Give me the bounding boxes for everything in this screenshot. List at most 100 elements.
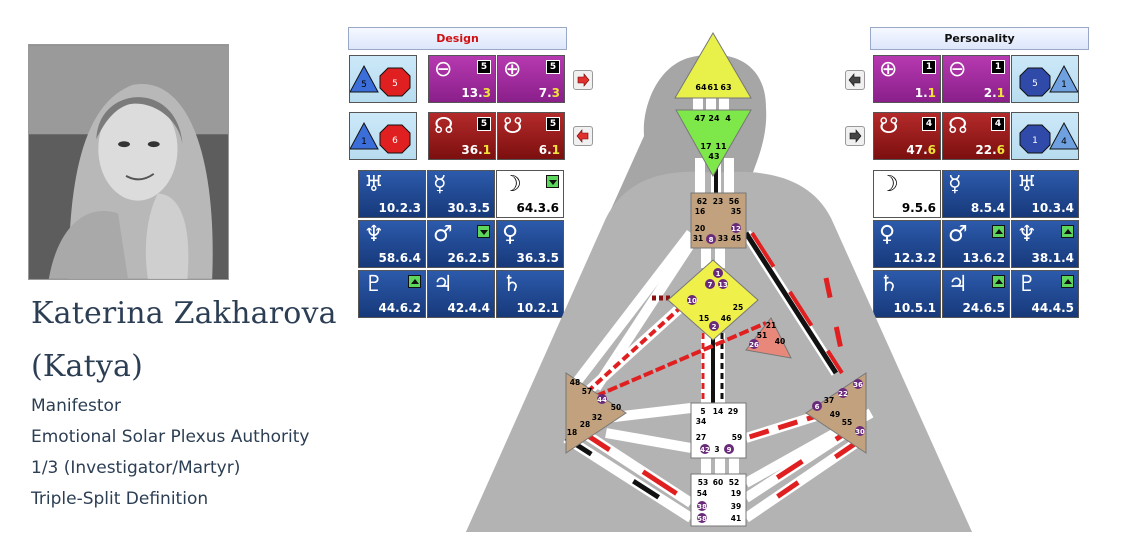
personality-planet-cell[interactable]: ♃24.6.5 [942, 270, 1010, 318]
design-planet-cell[interactable]: ♃42.4.4 [427, 270, 495, 318]
planet-glyph: ♄ [879, 272, 899, 297]
arrow-right-icon [849, 129, 862, 143]
svg-text:53: 53 [698, 478, 708, 487]
personality-planet-cell[interactable]: ♄10.5.1 [873, 270, 941, 318]
svg-text:36: 36 [853, 381, 863, 389]
svg-text:23: 23 [713, 197, 723, 206]
personality-sun-cell[interactable]: ⊕ 1 1.1 [873, 55, 941, 103]
planet-glyph: ♄ [502, 272, 522, 297]
design-planet-cell[interactable]: ♇44.6.2 [358, 270, 426, 318]
gate-43: 43 [708, 152, 719, 161]
personality-planet-cell[interactable]: ♅10.3.4 [1011, 170, 1079, 218]
gate-24: 24 [708, 114, 720, 123]
svg-text:55: 55 [842, 418, 852, 427]
planet-glyph: ⊖ [434, 57, 453, 82]
planet-glyph: ☽ [502, 172, 522, 197]
profile-label: 1/3 (Investigator/Martyr) [31, 458, 241, 478]
personality-row1-arrow-button[interactable] [845, 70, 865, 90]
personality-planet-cell[interactable]: ☽9.5.6 [873, 170, 941, 218]
personality-planet-cell[interactable]: ♇44.4.5 [1011, 270, 1079, 318]
design-planet-cell[interactable]: ♆58.6.4 [358, 220, 426, 268]
personality-planet-cell[interactable]: ♆38.1.4 [1011, 220, 1079, 268]
design-row2-arrow-button[interactable] [573, 126, 593, 146]
gate-64: 64 [695, 83, 707, 92]
svg-text:49: 49 [830, 410, 840, 419]
g-center[interactable] [667, 259, 759, 341]
activation-value: 12.3.2 [893, 251, 936, 265]
activation-value: 8.5.4 [970, 201, 1005, 215]
planet-glyph: ♃ [948, 272, 968, 297]
detriment-arrow-icon [546, 175, 559, 188]
personality-earth-cell[interactable]: ⊖ 1 2.1 [942, 55, 1010, 103]
design-header: Design [348, 27, 567, 50]
ajna-center[interactable] [675, 109, 752, 178]
person-name: Katerina Zakharova [31, 296, 337, 331]
personality-south-node-cell[interactable]: ☋ 4 47.6 [873, 112, 941, 160]
svg-text:32: 32 [592, 413, 602, 422]
gate-11: 11 [715, 142, 727, 151]
design-node-right: 6 [392, 136, 398, 146]
gate-17: 17 [700, 142, 711, 151]
gate-value: 22. [975, 143, 997, 157]
line-value: 1 [482, 143, 491, 157]
exalted-arrow-icon [1061, 225, 1074, 238]
design-south-node-cell[interactable]: ☋ 5 6.1 [497, 112, 565, 160]
design-planet-cell[interactable]: ♂26.2.5 [427, 220, 495, 268]
design-planet-cell[interactable]: ♅10.2.3 [358, 170, 426, 218]
personality-planet-cell[interactable]: ☿8.5.4 [942, 170, 1010, 218]
design-planet-cell[interactable]: ♀36.3.5 [496, 220, 564, 268]
personality-node-right: 4 [1061, 137, 1067, 147]
solar-plexus-center[interactable] [805, 372, 867, 454]
svg-text:51: 51 [757, 331, 767, 340]
design-north-node-cell[interactable]: ☊ 5 36.1 [428, 112, 496, 160]
design-planet-cell[interactable]: ☿30.3.5 [427, 170, 495, 218]
gate-61: 61 [707, 83, 719, 92]
planet-glyph: ♇ [364, 272, 384, 297]
design-earth-cell[interactable]: ⊖ 5 13.3 [428, 55, 496, 103]
heart-center[interactable] [745, 317, 792, 359]
design-planet-cell[interactable]: ♄10.2.1 [496, 270, 564, 318]
personality-north-node-cell[interactable]: ☊ 4 22.6 [942, 112, 1010, 160]
personality-row2-arrow-button[interactable] [845, 126, 865, 146]
spleen-center[interactable] [565, 372, 627, 454]
line-badge: 1 [991, 60, 1005, 74]
planet-glyph: ♀ [879, 222, 896, 247]
svg-text:58: 58 [697, 515, 707, 523]
arrow-left-icon [576, 129, 589, 143]
authority-label: Emotional Solar Plexus Authority [31, 427, 310, 447]
svg-text:39: 39 [731, 502, 741, 511]
head-center[interactable] [674, 32, 752, 99]
personality-node-left: 1 [1032, 136, 1038, 146]
svg-text:27: 27 [696, 433, 706, 442]
line-value: 6 [996, 143, 1005, 157]
planet-glyph: ♇ [1017, 272, 1037, 297]
design-row1-arrow-button[interactable] [573, 70, 593, 90]
svg-text:59: 59 [732, 433, 742, 442]
svg-text:60: 60 [713, 478, 723, 487]
gate-value: 36. [461, 143, 483, 157]
personality-planet-cell[interactable]: ♂13.6.2 [942, 220, 1010, 268]
gate-value: 1. [914, 86, 928, 100]
planet-glyph: ♅ [364, 172, 384, 197]
svg-text:33: 33 [718, 234, 728, 243]
type-label: Manifestor [31, 396, 121, 416]
design-sun-cell[interactable]: ⊕ 5 7.3 [497, 55, 565, 103]
definition-label: Triple-Split Definition [31, 489, 209, 509]
line-value: 1 [551, 143, 560, 157]
activation-value: 10.3.4 [1031, 201, 1074, 215]
gate-value: 13. [461, 86, 483, 100]
activation-value: 42.4.4 [447, 301, 490, 315]
design-planet-cell[interactable]: ☽64.3.6 [496, 170, 564, 218]
svg-text:2: 2 [712, 323, 717, 331]
svg-text:20: 20 [695, 224, 705, 233]
line-value: 1 [927, 86, 936, 100]
line-value: 3 [482, 86, 491, 100]
activation-value: 26.2.5 [447, 251, 490, 265]
svg-text:10: 10 [687, 297, 697, 305]
person-nickname: (Katya) [31, 349, 143, 384]
personality-planet-cell[interactable]: ♀ 12.3.2 [873, 220, 941, 268]
exalted-arrow-icon [408, 275, 421, 288]
planet-glyph: ♆ [364, 222, 384, 247]
line-badge: 5 [477, 60, 491, 74]
throat-center[interactable] [690, 192, 747, 249]
